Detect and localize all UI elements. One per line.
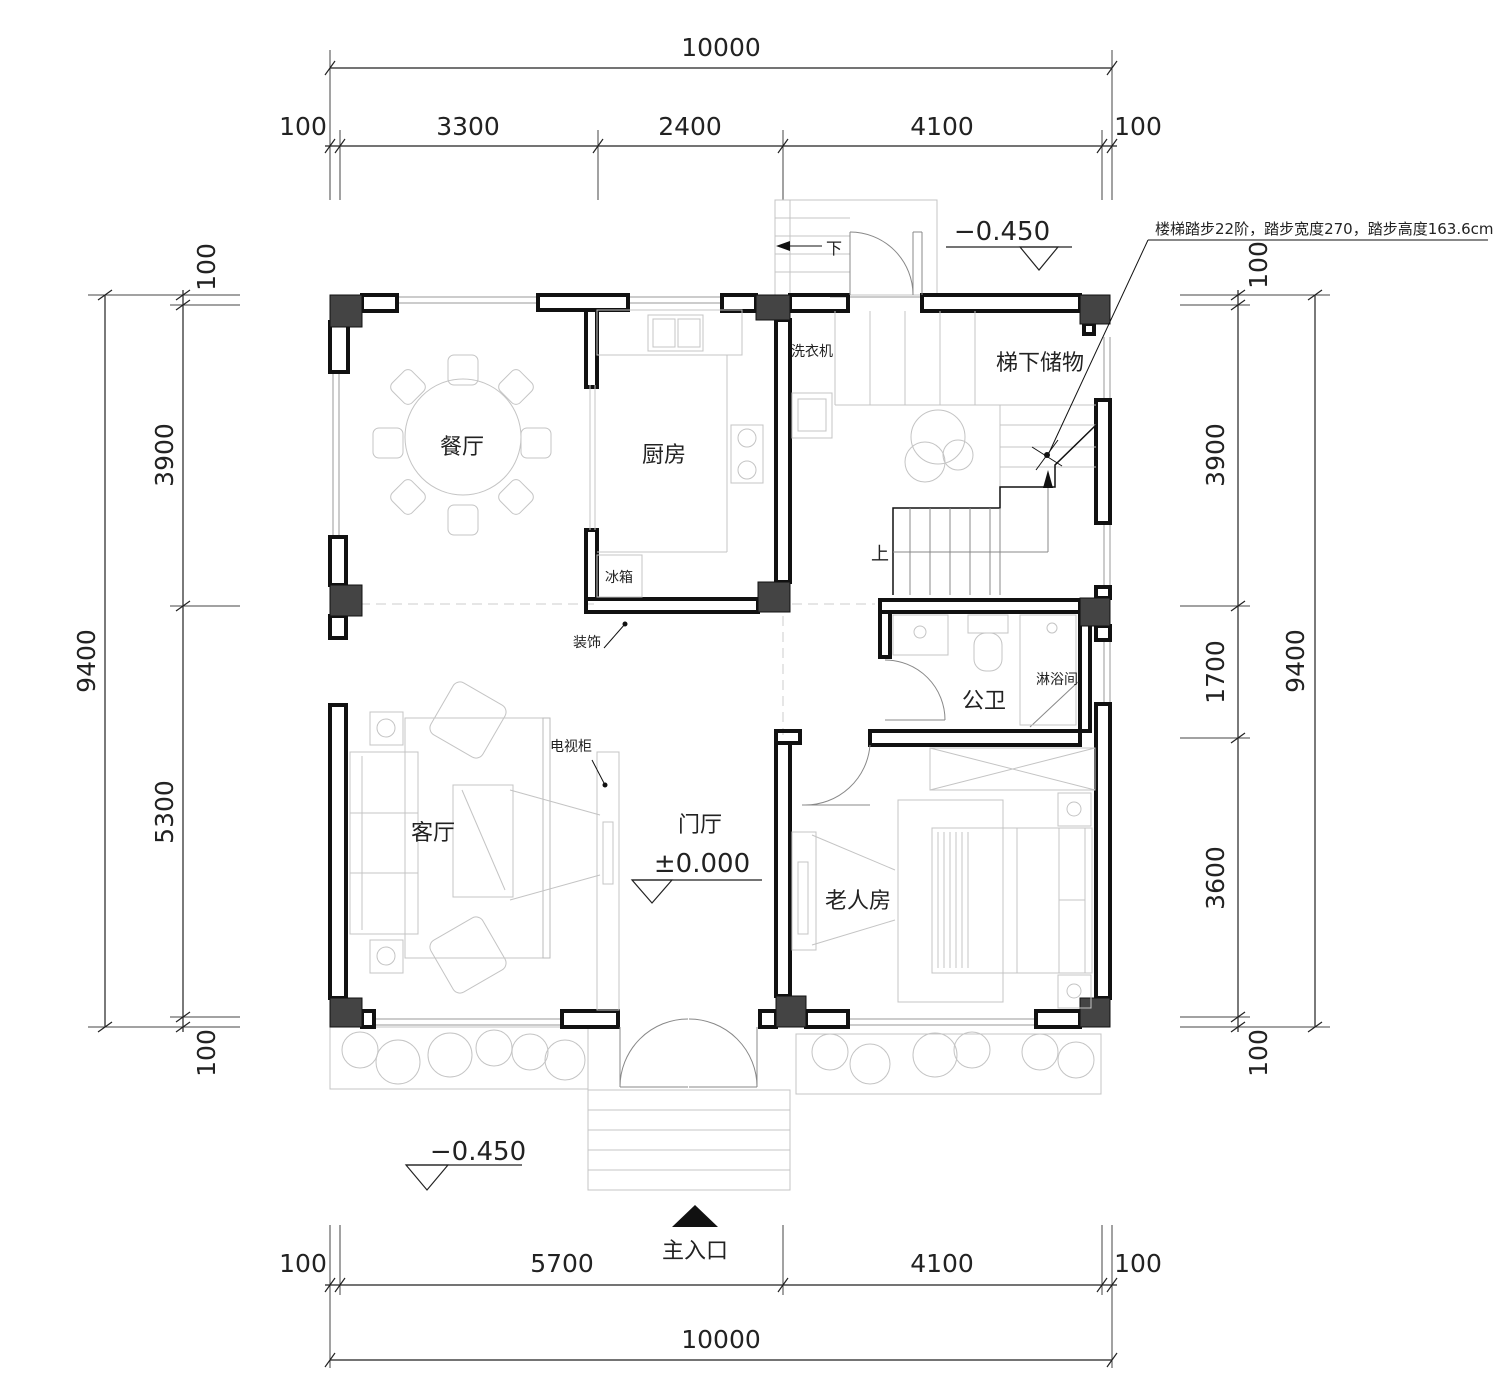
room-label-elder-room: 老人房 [825,889,891,914]
dim-bottom-left-edge: 100 [279,1249,327,1278]
decoration-marker [622,621,628,627]
dimension-lines [88,50,1330,1368]
room-label-shower: 淋浴间 [1036,672,1078,688]
dim-right-seg3: 3600 [1201,846,1230,910]
windows [332,296,1111,1026]
exterior-elements [329,199,1102,1191]
level-text-foyer: ±0.000 [654,849,750,879]
room-label-living: 客厅 [411,821,455,846]
level-marker-top-right [946,246,1072,271]
stair-treads [834,311,1096,487]
room-label-kitchen: 厨房 [642,443,686,468]
dim-top-seg3: 4100 [910,112,974,141]
planter-shrubs [341,1029,1095,1085]
stair-run [892,424,1097,595]
laundry-fixtures [791,392,833,439]
label-stair-down: 下 [826,239,842,258]
stair-down-arrow-icon [776,241,822,251]
bathroom-fixtures [892,614,1077,726]
dim-left-seg2: 5300 [150,780,179,844]
dim-top-left-edge: 100 [279,112,327,141]
dim-top-seg2: 2400 [658,112,722,141]
elder-room-furniture [791,747,1096,1009]
level-marker-bottom-left [404,1164,522,1191]
room-label-storage: 梯下储物 [996,351,1084,376]
dining-table-set [372,354,552,536]
living-room-furniture [349,681,620,1011]
dim-bottom-seg2: 4100 [910,1249,974,1278]
label-stair-up: 上 [871,544,889,565]
dim-bottom-right-edge: 100 [1114,1249,1162,1278]
dim-bottom-seg1: 5700 [530,1249,594,1278]
dim-right-top-edge: 100 [1244,241,1273,289]
dim-left-bottom-edge: 100 [192,1029,221,1077]
level-marker-foyer [630,879,762,904]
doors [619,231,1079,1088]
dim-right-bottom-edge: 100 [1244,1029,1273,1077]
label-fridge: 冰箱 [605,570,633,586]
room-label-dining: 餐厅 [440,435,484,460]
level-text-bottom-left: −0.450 [430,1137,526,1167]
level-text-top-right: −0.450 [954,217,1050,247]
axis-lines [360,603,875,735]
dim-top-seg1: 3300 [436,112,500,141]
dim-left-seg1: 3900 [150,423,179,487]
dim-top-total: 10000 [681,33,761,62]
structural-columns [329,294,1111,1028]
dim-left-total: 9400 [72,629,101,693]
stair-note: 楼梯踏步22阶，踏步宽度270，踏步高度163.6cm [1155,220,1494,238]
dim-bottom-total: 10000 [681,1325,761,1354]
label-decoration: 装饰 [573,635,601,651]
dim-left-top-edge: 100 [192,243,221,291]
dim-right-seg1: 3900 [1201,423,1230,487]
leader-lines [591,239,1488,786]
tv-cabinet-marker [602,782,608,788]
kitchen-fixtures [589,309,764,598]
room-label-bathroom: 公卫 [962,689,1006,714]
room-label-foyer: 门厅 [678,813,722,838]
dim-right-seg2: 1700 [1201,640,1230,704]
label-main-entrance: 主入口 [662,1239,728,1264]
dim-top-right-edge: 100 [1114,112,1162,141]
room-label-laundry: 洗衣机 [791,344,833,360]
dim-right-total: 9400 [1281,629,1310,693]
entrance-arrow-icon [672,1205,718,1227]
label-tv-cabinet: 电视柜 [550,739,592,755]
